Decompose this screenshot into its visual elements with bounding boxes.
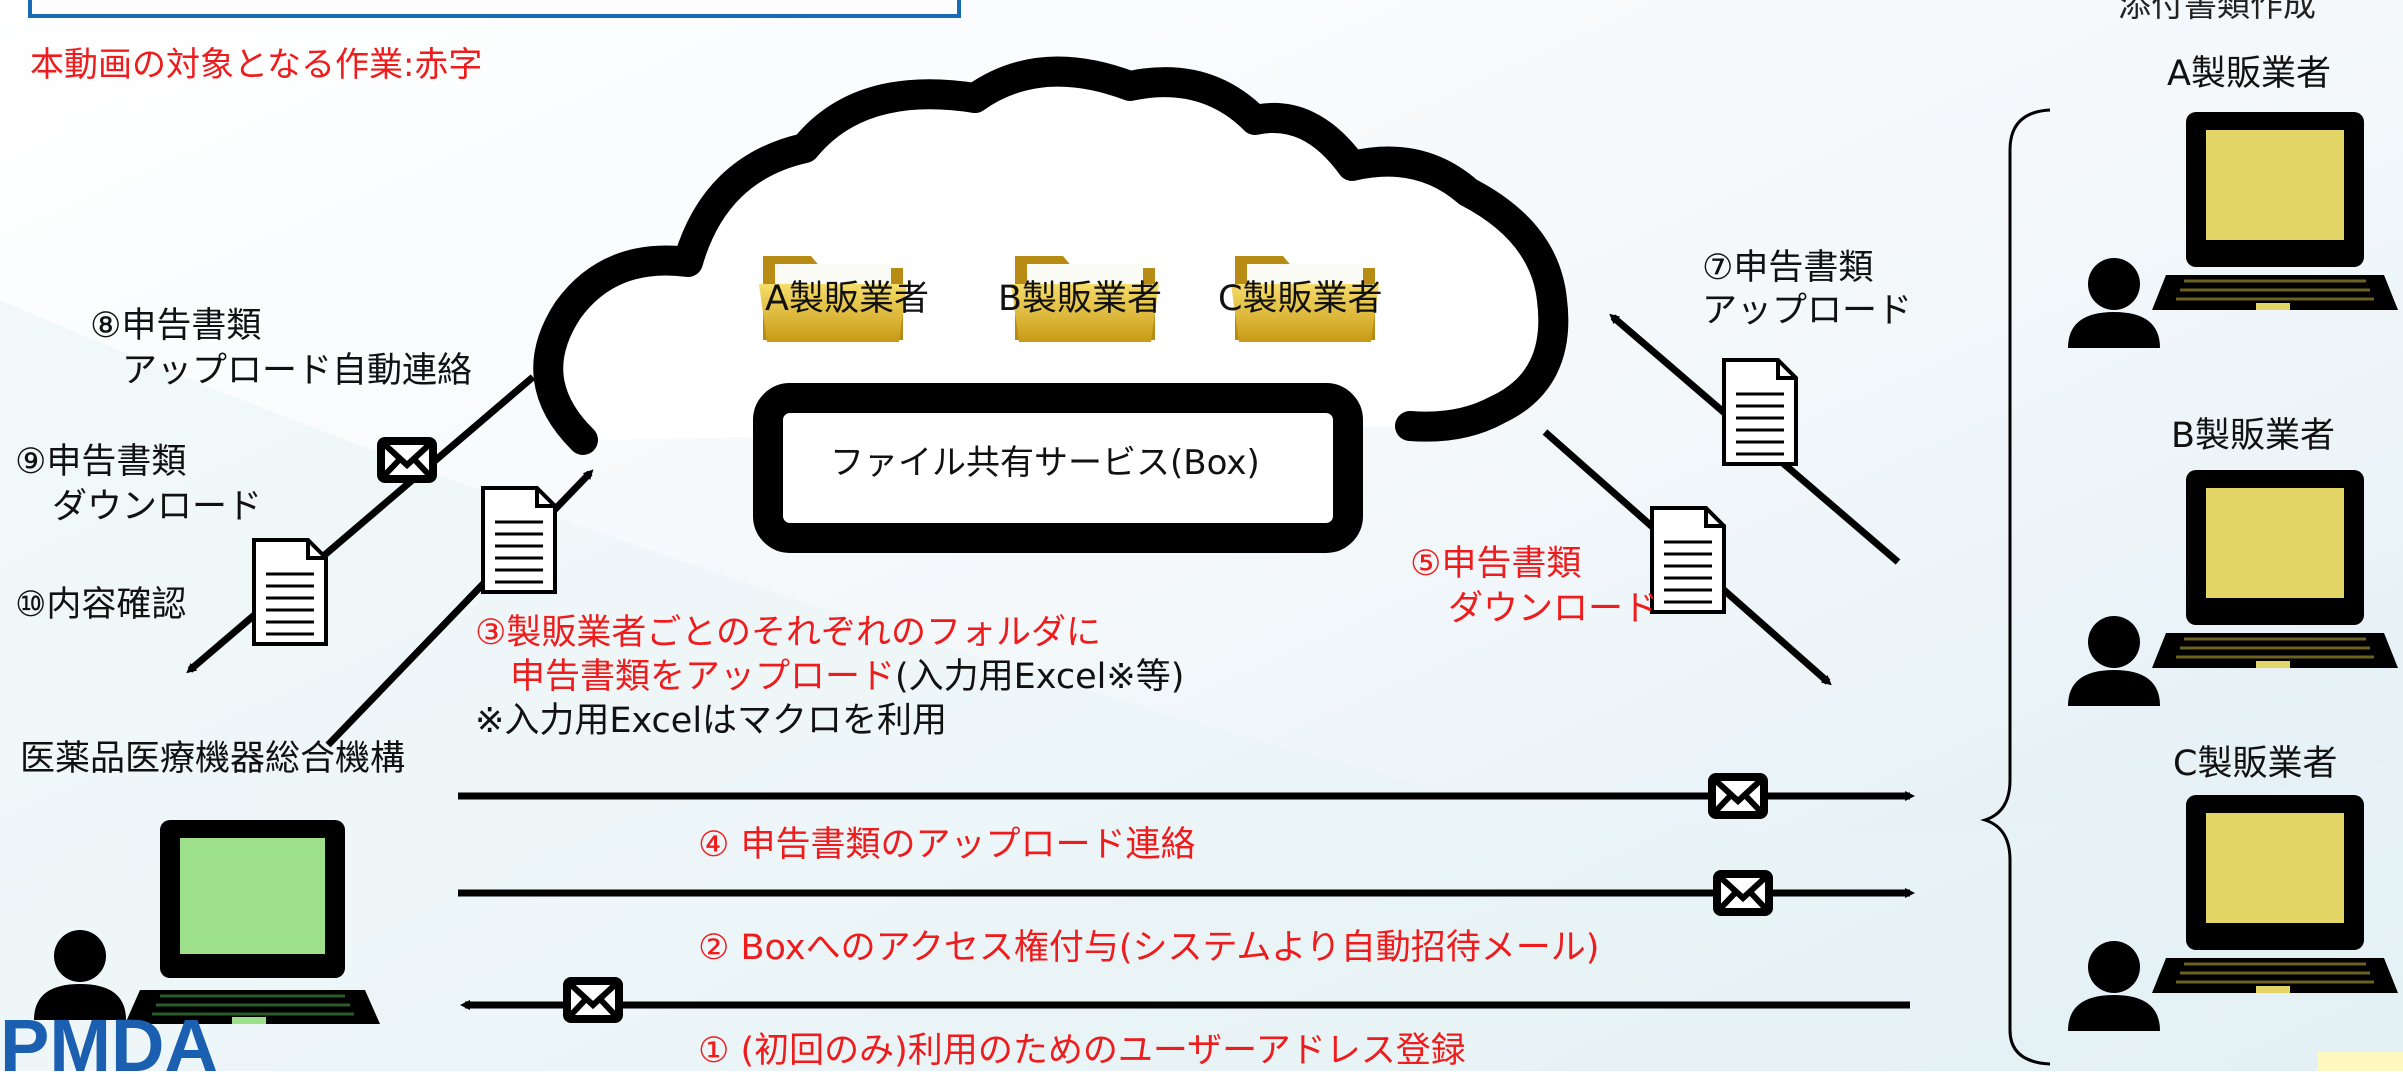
arrow-download-to-pmda [186,374,536,674]
step7-line1: ⑦申告書類 [1702,248,1874,288]
service-box [753,383,1363,553]
top-right-fragment: 添付書類作成 [2118,0,2316,24]
folder-label-c: C製販業者 [1218,279,1383,319]
document-icon-step3 [481,486,557,594]
background-swoosh [0,300,2403,1071]
company-b-label: B製販業者 [2171,416,2336,456]
document-icon-step5 [1650,506,1726,614]
envelope-icon-step2 [1717,874,1769,912]
company-c-label: C製販業者 [2173,744,2338,784]
step5-line1: ⑤申告書類 [1410,544,1582,584]
document-icon-step9 [252,538,328,646]
title-frame-fragment [28,0,961,18]
company-a-label: A製販業者 [2167,54,2331,94]
company-a-laptop-icon [2152,112,2398,310]
folder-label-a: A製販業者 [765,279,929,319]
step8-line2: アップロード自動連絡 [122,351,473,391]
envelope-icon-step8 [381,441,433,479]
step3-note: ※入力用Excelはマクロを利用 [475,701,948,741]
step3-line2-red: 申告書類をアップロード [510,657,896,697]
envelope-icon-step1 [567,981,619,1019]
target-work-note: 本動画の対象となる作業:赤字 [30,45,483,85]
pmda-label: 医薬品医療機器総合機構 [20,739,406,779]
company-c-laptop-icon [2152,795,2398,993]
step9-line2: ダウンロード [52,487,263,527]
step3-line2-suffix: (入力用Excel※等) [895,657,1185,697]
cloud-shape [533,56,1569,455]
step4-label: ④ 申告書類のアップロード連絡 [698,825,1196,865]
service-label: ファイル共有サービス(Box) [830,443,1260,483]
step3-line1: ③製販業者ごとのそれぞれのフォルダに [475,613,1102,653]
folder-label-b: B製販業者 [998,279,1163,319]
step9-line1: ⑨申告書類 [15,442,187,482]
pmda-laptop-icon [125,820,380,1024]
company-brace [1980,108,2051,1066]
step8-line1: ⑧申告書類 [90,306,262,346]
step2-label: ② Boxへのアクセス権付与(システムより自動招待メール) [698,928,1600,968]
step10-label: ⑩内容確認 [15,585,187,625]
step7-line2: アップロード [1702,291,1913,331]
step5-line2: ダウンロード [1448,589,1659,629]
step1-label: ① (初回のみ)利用のためのユーザーアドレス登録 [698,1031,1466,1071]
company-b-laptop-icon [2152,470,2398,668]
pmda-logo-fragment: PMDA [0,1004,218,1071]
envelope-icon-step4 [1712,777,1764,815]
document-icon-step7 [1722,358,1798,466]
step3-line2: 申告書類をアップロード(入力用Excel※等) [510,656,1184,700]
corner-fragment [2318,1052,2403,1071]
